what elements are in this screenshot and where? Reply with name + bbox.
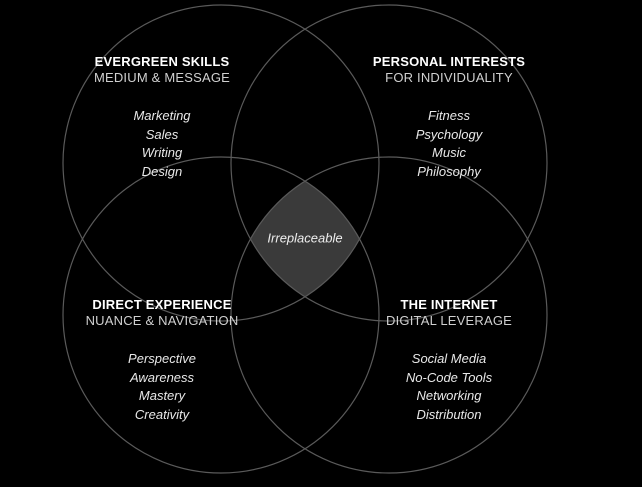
list-item: Writing xyxy=(141,145,183,160)
list-item: Perspective xyxy=(128,351,196,366)
circle-evergreen-skills xyxy=(62,4,380,322)
list-item: Philosophy xyxy=(417,164,481,179)
list-item: Marketing xyxy=(133,108,191,123)
list-item: Sales xyxy=(145,127,179,142)
quadrant-subtitle: NUANCE & NAVIGATION xyxy=(85,313,239,328)
quadrant-subtitle: MEDIUM & MESSAGE xyxy=(93,70,231,85)
quadrant-title: DIRECT EXPERIENCE xyxy=(92,297,232,312)
list-item: Music xyxy=(432,145,466,160)
list-item: Mastery xyxy=(138,388,186,403)
list-item: Design xyxy=(141,164,183,179)
list-item: Distribution xyxy=(416,407,482,422)
list-item: Creativity xyxy=(134,407,190,422)
quadrant-title: PERSONAL INTERESTS xyxy=(372,54,526,69)
quadrant-title: EVERGREEN SKILLS xyxy=(94,54,230,69)
quadrant-title: THE INTERNET xyxy=(400,297,498,312)
list-item: Awareness xyxy=(129,370,195,385)
list-item: Psychology xyxy=(415,127,483,142)
list-item: Social Media xyxy=(411,351,487,366)
circle-the-internet xyxy=(230,156,548,474)
list-item: No-Code Tools xyxy=(405,370,493,385)
quadrant-subtitle: FOR INDIVIDUALITY xyxy=(385,70,513,85)
center-label: Irreplaceable xyxy=(267,230,343,246)
circle-direct-experience xyxy=(62,156,380,474)
list-item: Networking xyxy=(416,388,482,403)
list-item: Fitness xyxy=(428,108,470,123)
quadrant-subtitle: DIGITAL LEVERAGE xyxy=(385,313,513,328)
circle-personal-interests xyxy=(230,4,548,322)
